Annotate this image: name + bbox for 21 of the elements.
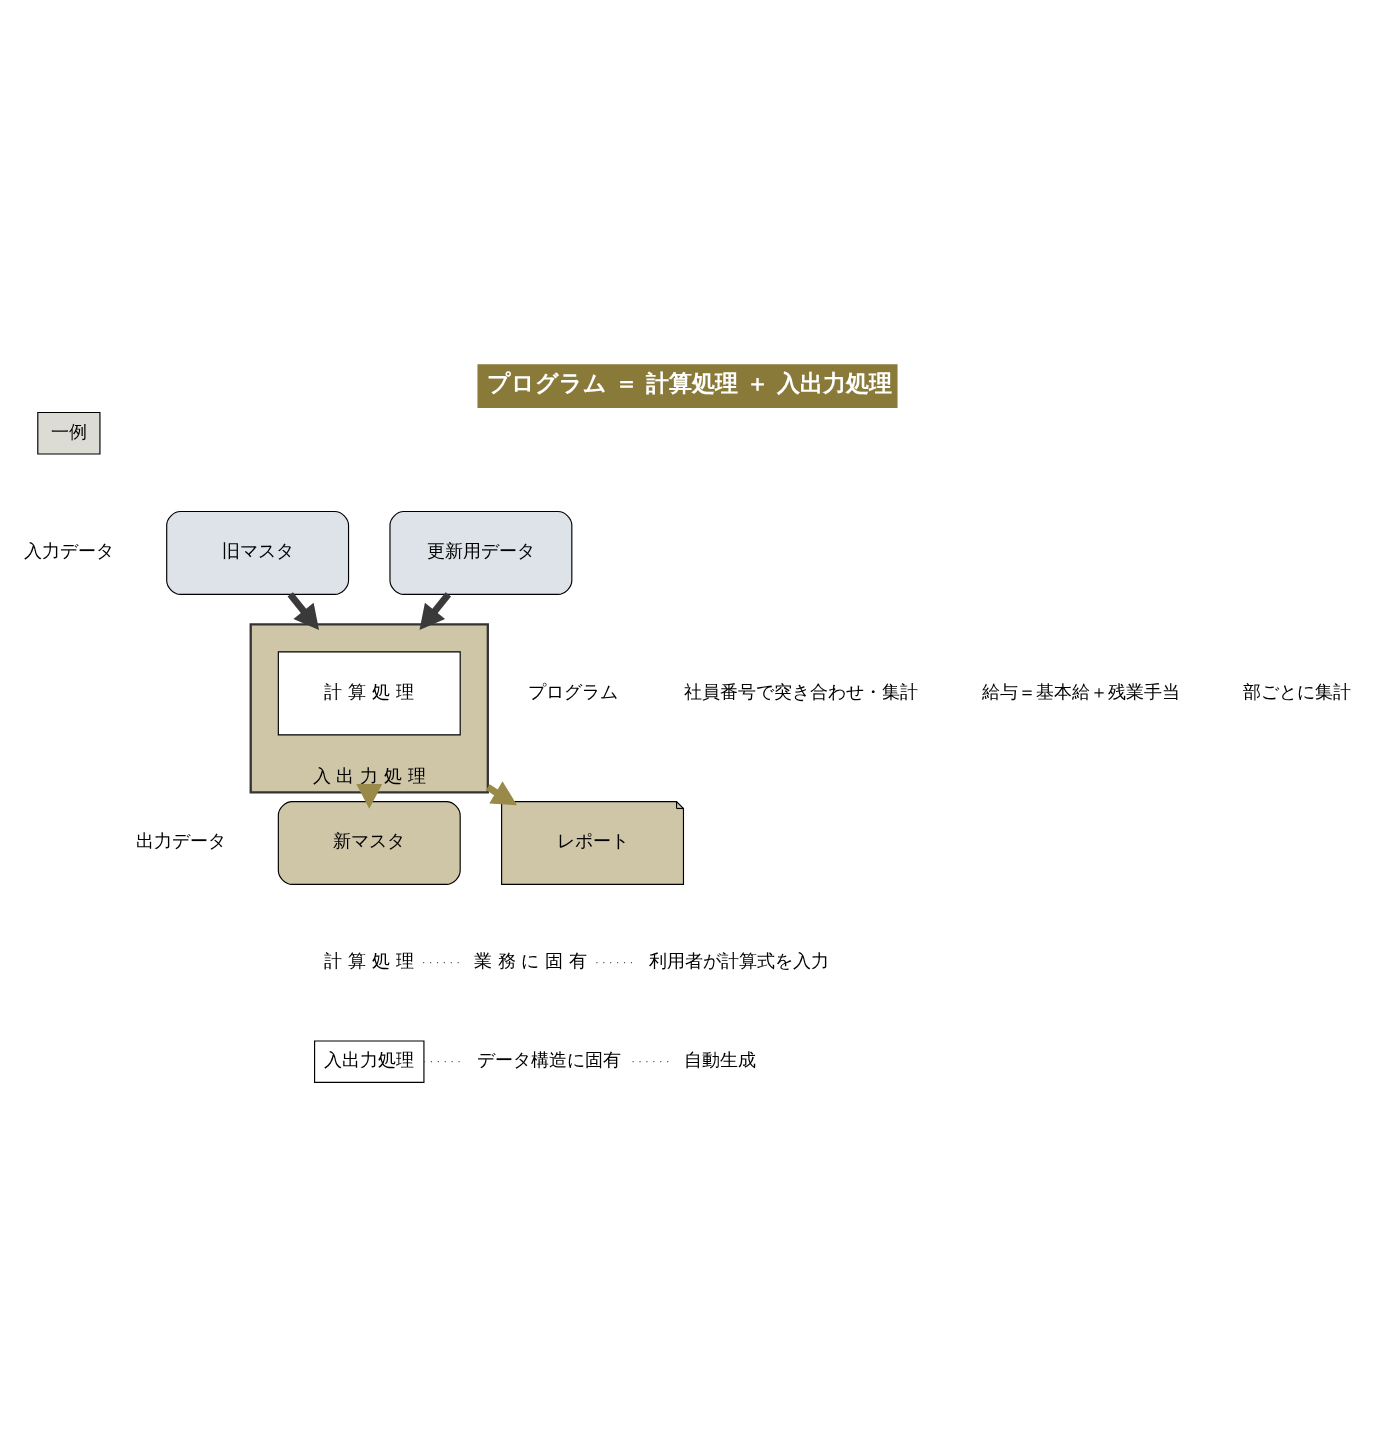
node-box: 計 算 処 理 — [277, 651, 461, 736]
node-label: 部ごとに集計 — [1242, 680, 1351, 702]
node-label: プログラム — [527, 680, 618, 702]
label: データ構造に固有 — [476, 1049, 621, 1071]
node-box: 旧マスタ — [166, 510, 350, 595]
label: 計 算 処 理 — [324, 950, 415, 972]
label: 入出力処理 — [324, 1049, 415, 1071]
arrow — [356, 784, 383, 809]
node-label: 出力データ — [135, 830, 226, 852]
node-label: 給与＝基本給＋残業手当 — [981, 680, 1180, 702]
node-box: 新マスタ — [277, 801, 461, 885]
label: 業 務 に 固 有 — [473, 950, 588, 972]
node-label: 社員番号で突き合わせ・集計 — [683, 680, 918, 702]
diagram-title: プログラム ＝ 計算処理 ＋ 入出力処理 — [487, 369, 893, 396]
node-box: 更新用データ — [389, 510, 573, 595]
label: 利用者が計算式を入力 — [648, 950, 829, 972]
arrow — [287, 592, 320, 631]
node-label: 入力データ — [23, 540, 114, 562]
arrow — [419, 592, 451, 631]
label: 一例 — [50, 420, 87, 442]
label: 自動生成 — [684, 1049, 757, 1071]
